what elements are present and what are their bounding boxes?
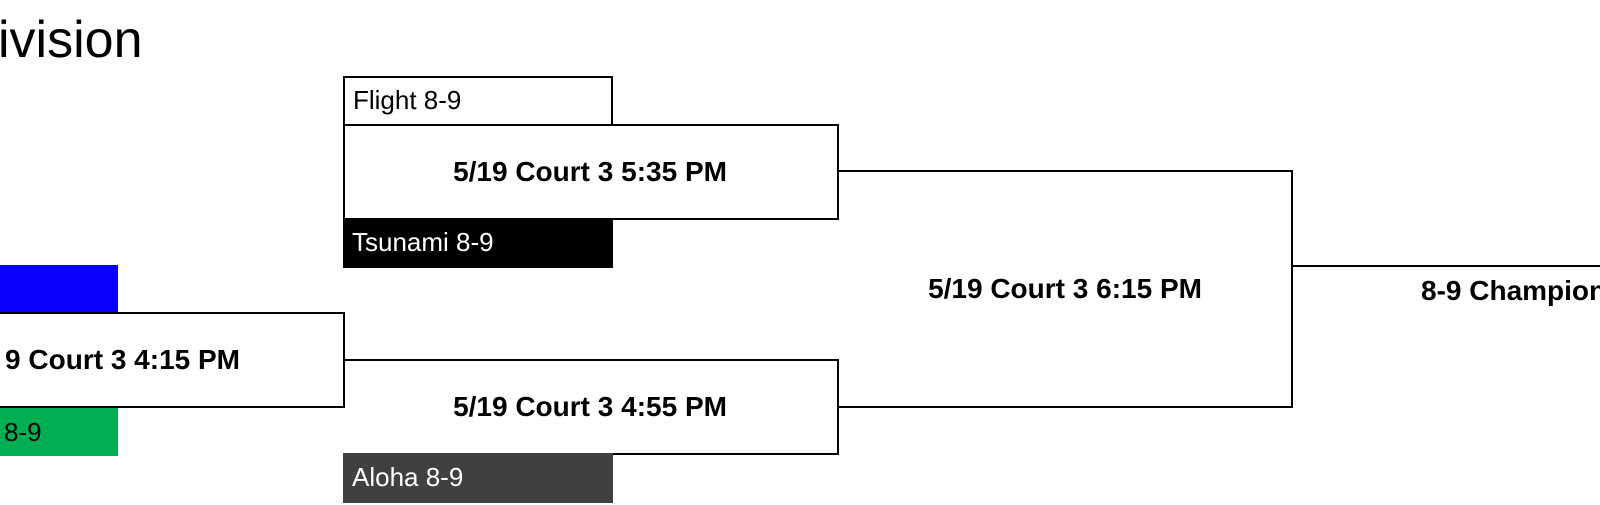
bracket-line (343, 359, 839, 361)
bracket-line (0, 312, 345, 314)
team-slot-tsunami: Tsunami 8-9 (343, 218, 613, 268)
page-title: ivision (0, 11, 143, 69)
bracket-line (1291, 170, 1293, 408)
bracket-line (0, 406, 345, 408)
match-label: 5/19 Court 3 4:55 PM (453, 391, 727, 422)
bracket-line (343, 124, 345, 220)
bracket-line (343, 124, 839, 126)
bracket-line (837, 124, 839, 220)
champion-label: 8-9 Champion (1421, 275, 1600, 306)
team-slot-flight: Flight 8-9 (343, 76, 613, 126)
bracket-line (1291, 265, 1600, 267)
bracket-line (837, 170, 1293, 172)
team-slot-green: 8-9 (0, 408, 118, 456)
match-label: 5/19 Court 3 5:35 PM (453, 156, 727, 187)
team-slot-aloha: Aloha 8-9 (343, 453, 613, 503)
match-label: 9 Court 3 4:15 PM (5, 344, 240, 375)
match-label: 5/19 Court 3 6:15 PM (928, 273, 1202, 304)
team-slot-blue (0, 265, 118, 313)
bracket-line (837, 406, 1293, 408)
